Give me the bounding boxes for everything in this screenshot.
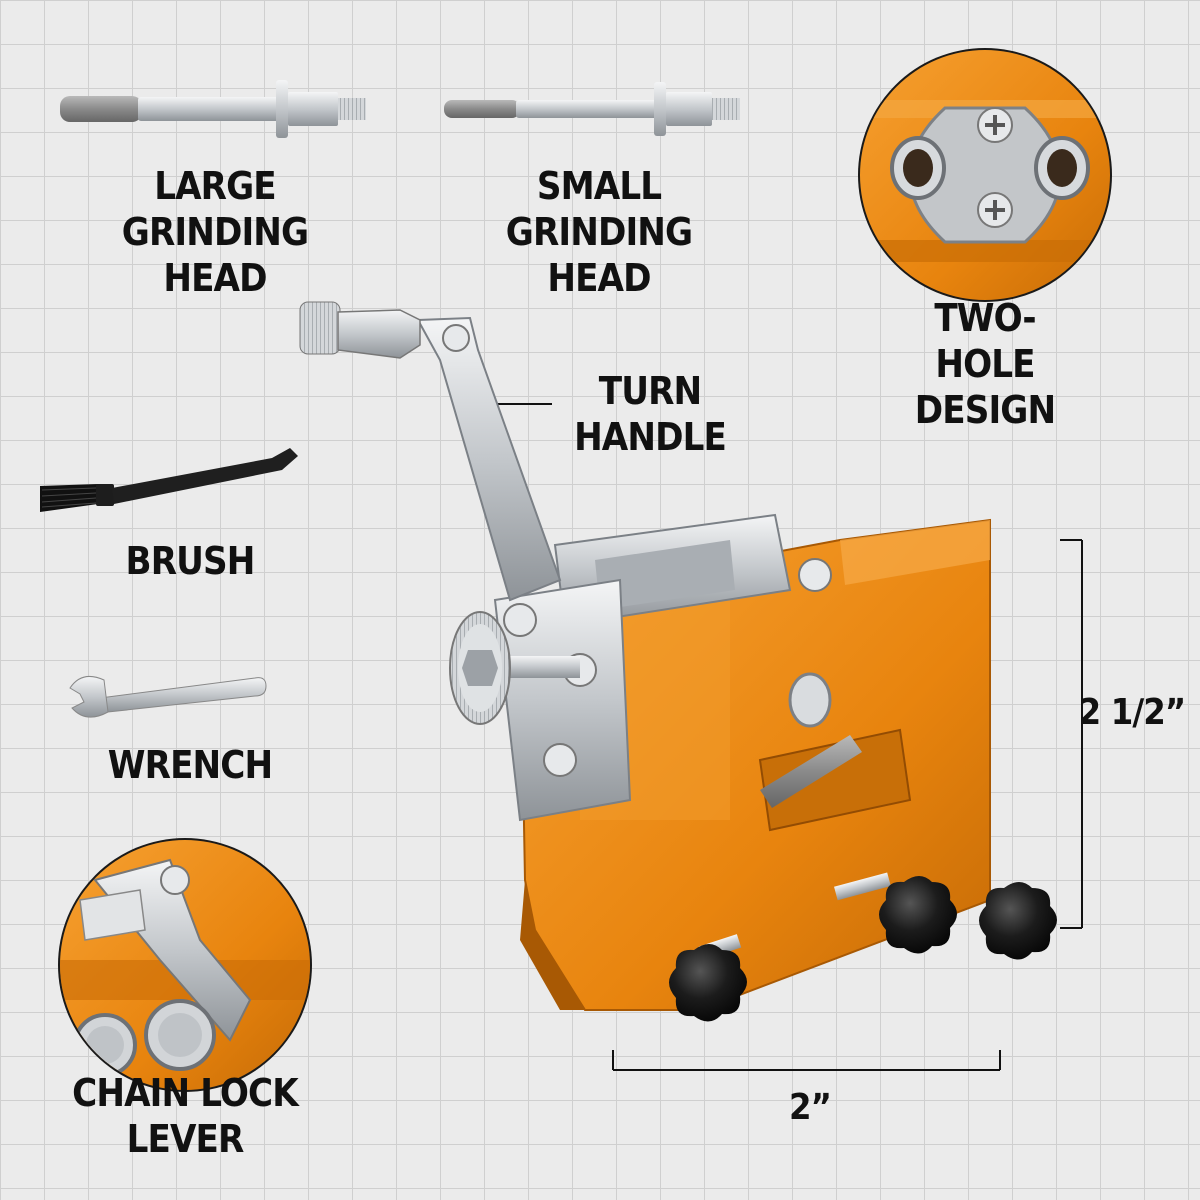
wrench-image	[69, 675, 267, 718]
turn-handle-label: TURN HANDLE	[574, 369, 727, 459]
locking-knob	[879, 876, 957, 954]
two-hole-design-zoom	[858, 48, 1112, 302]
two-hole-design-label: TWO-HOLE DESIGN	[914, 296, 1056, 432]
small-grinding-head-label: SMALL GRINDING HEAD	[505, 164, 693, 300]
locking-knob	[979, 882, 1057, 960]
width-dimension-label: 2”	[788, 1087, 832, 1128]
brush-image	[40, 448, 298, 512]
chain-sharpener-image	[299, 301, 1057, 1022]
height-dimension-label: 2 1/2”	[1078, 692, 1187, 733]
large-grinding-head-label: LARGE GRINDING HEAD	[121, 164, 309, 300]
height-dimension-line	[1060, 539, 1083, 929]
large-grinding-head-image	[60, 80, 366, 138]
width-dimension-line	[612, 1050, 1001, 1071]
small-grinding-head-image	[444, 82, 740, 136]
wrench-label: WRENCH	[107, 743, 273, 787]
chain-lock-lever-zoom	[58, 838, 312, 1092]
chain-lock-lever-label: CHAIN LOCK LEVER	[72, 1071, 299, 1161]
locking-knob	[669, 944, 747, 1022]
brush-label: BRUSH	[125, 539, 256, 583]
